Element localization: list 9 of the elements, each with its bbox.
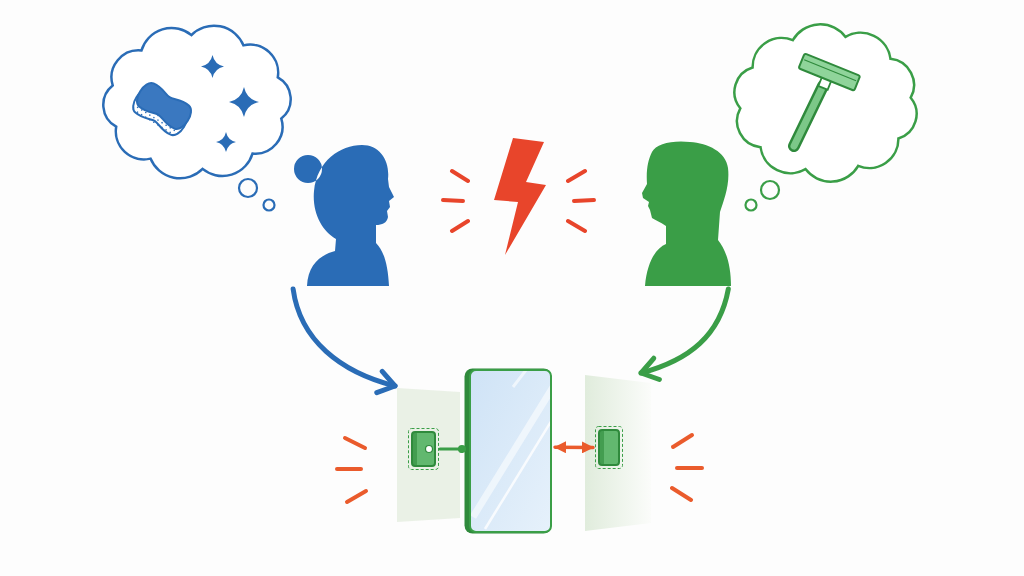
curved-arrow [290, 286, 398, 395]
curved-arrow [638, 286, 731, 382]
person-silhouette [642, 140, 731, 286]
mounting-clip [595, 426, 623, 469]
mounting-clip [408, 428, 439, 470]
side-panel [397, 388, 460, 522]
double-arrow [553, 441, 595, 454]
mirror [463, 367, 553, 535]
connector-line [438, 444, 467, 454]
